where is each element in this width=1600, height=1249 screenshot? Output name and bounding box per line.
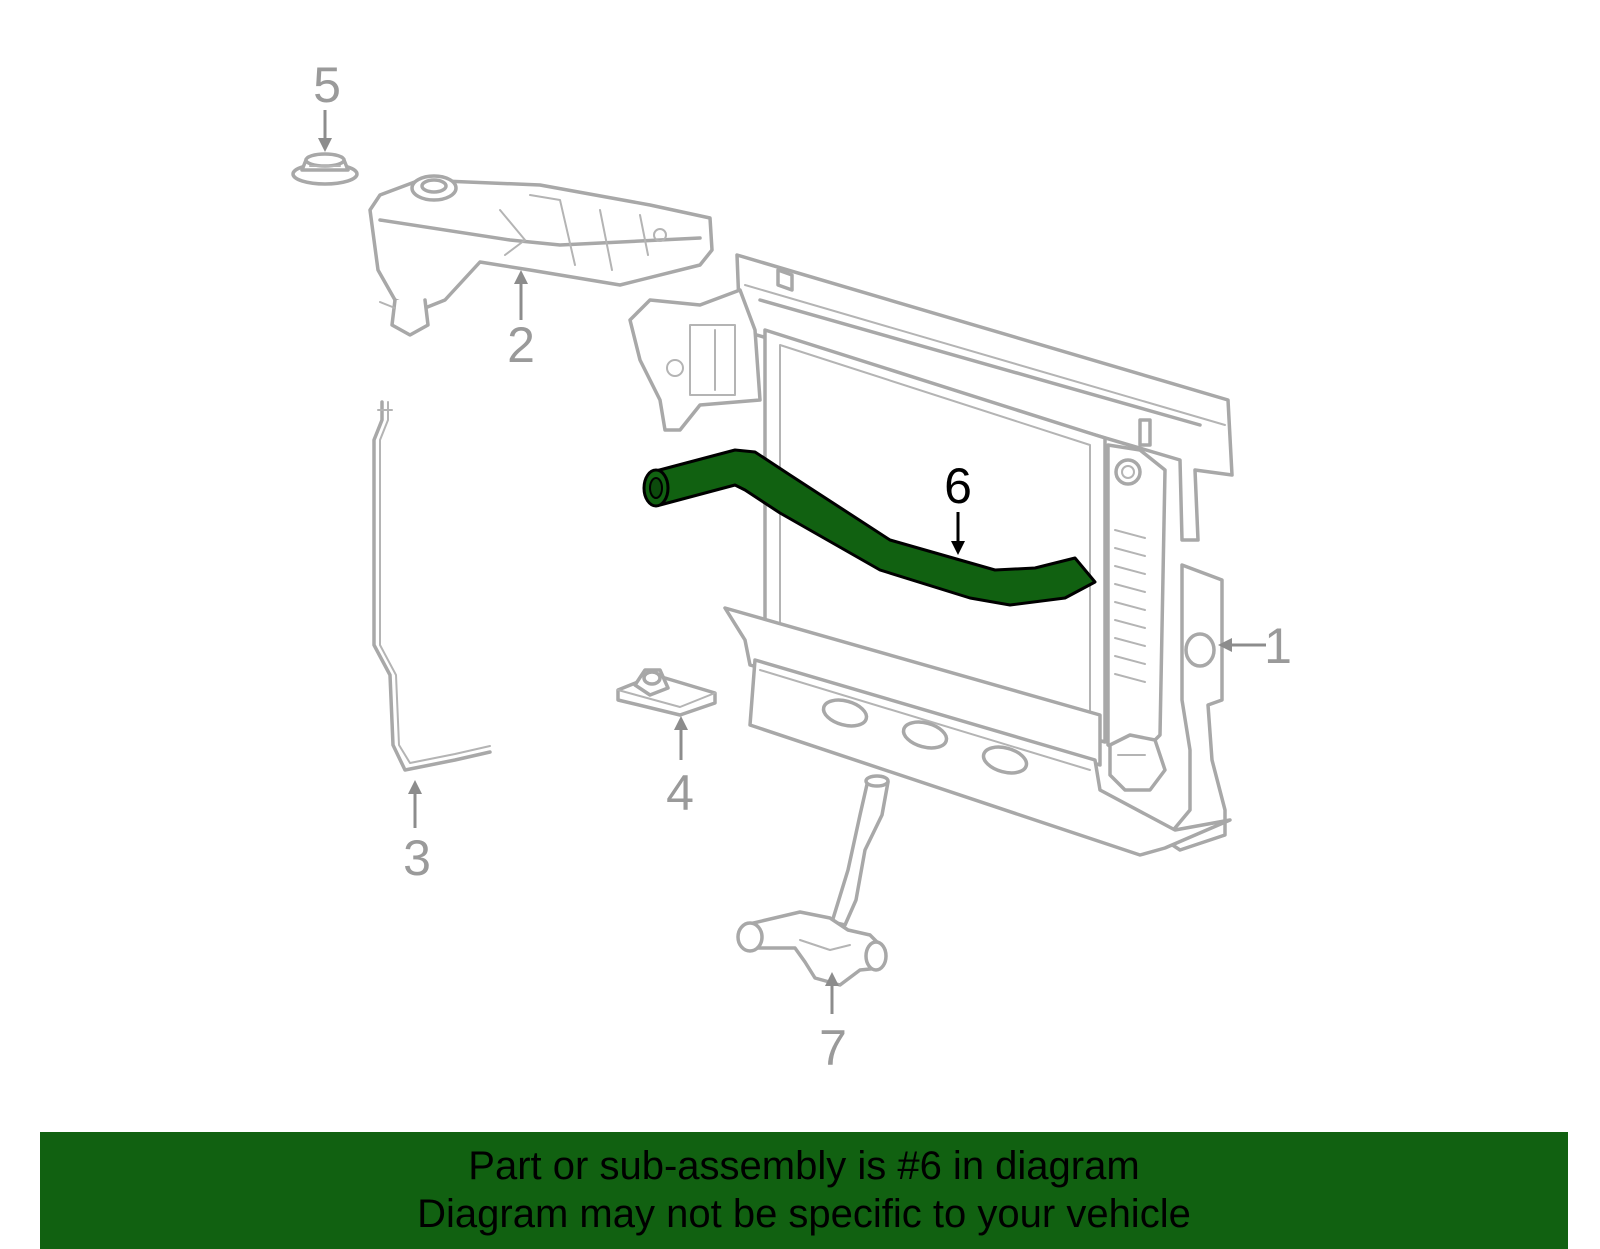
callout-arrow-6 (951, 512, 965, 555)
banner-line-2: Diagram may not be specific to your vehi… (417, 1192, 1191, 1236)
part-4-bracket[interactable] (616, 668, 717, 717)
callout-arrow-1 (1218, 638, 1266, 652)
callout-label-5: 5 (313, 57, 341, 113)
callout-arrow-4 (674, 716, 688, 760)
callout-arrow-3 (408, 780, 422, 828)
callout-label-7: 7 (819, 1020, 847, 1076)
callout-arrow-7 (825, 972, 839, 1014)
callout-label-1: 1 (1264, 618, 1292, 674)
part-2-reservoir[interactable] (368, 174, 714, 337)
callout-label-2: 2 (507, 317, 535, 373)
callout-arrow-2 (514, 270, 528, 320)
callout-label-4: 4 (666, 765, 694, 821)
part-1-radiator[interactable] (628, 253, 1234, 857)
callout-arrow-5 (318, 110, 332, 152)
part-5-cap[interactable] (291, 152, 359, 186)
part-7-lower-hose[interactable] (736, 774, 890, 987)
banner-line-1: Part or sub-assembly is #6 in diagram (468, 1144, 1140, 1188)
callout-label-3: 3 (403, 830, 431, 886)
info-banner: Part or sub-assembly is #6 in diagram Di… (40, 1132, 1568, 1249)
part-6-radiator-hose[interactable] (642, 448, 1097, 607)
callout-label-6: 6 (944, 458, 972, 514)
part-3-overflow-tube[interactable] (372, 400, 492, 772)
